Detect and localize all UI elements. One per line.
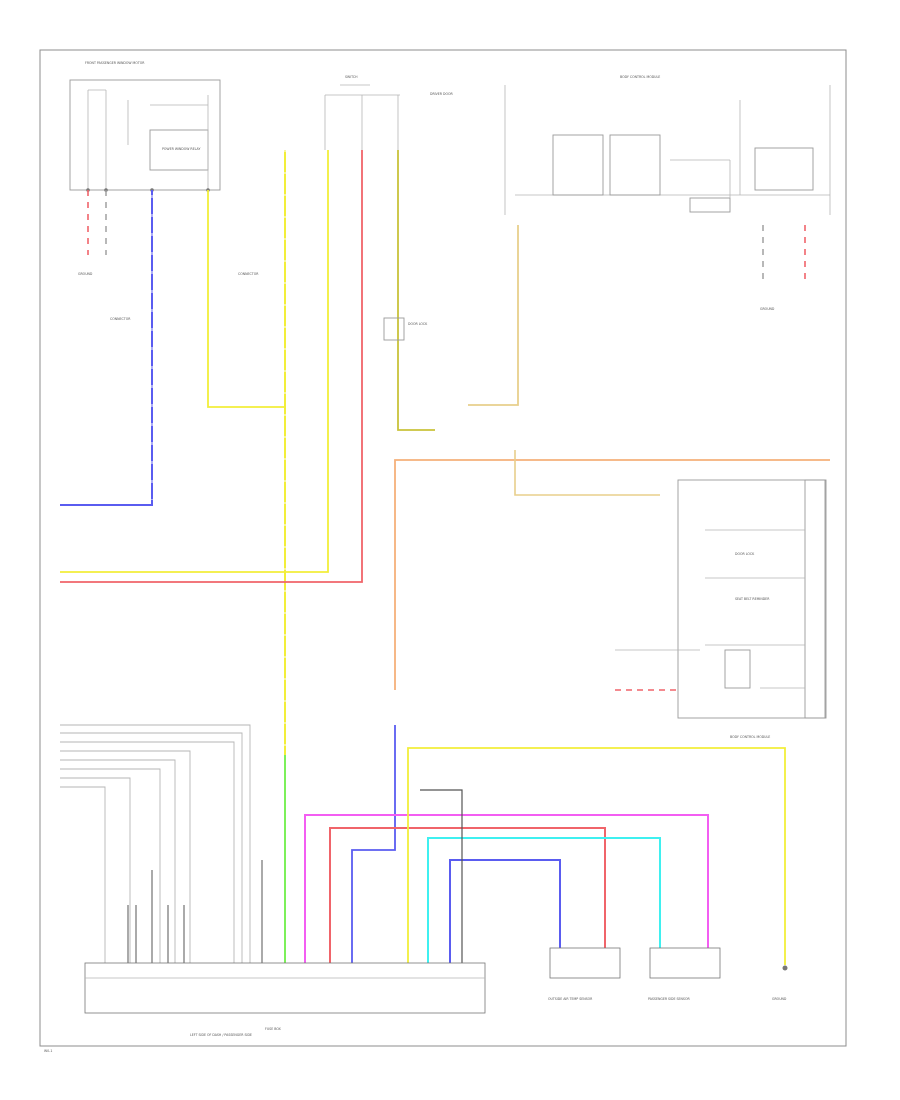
- sensor-c-label: GROUND: [772, 997, 787, 1001]
- sensor-a-box: [549, 947, 621, 979]
- red-wire-switch: [60, 150, 363, 583]
- olive-wire-switch: [397, 150, 435, 431]
- tan-wire-bcm: [468, 225, 519, 406]
- red-loop-wire: [329, 827, 606, 965]
- door-lock-sub-label: DOOR LOCK: [735, 552, 755, 556]
- body-control-module-top: BODY CONTROL MODULE: [504, 75, 831, 215]
- yellow-wire-relay: [207, 190, 285, 408]
- diagram-frame: [39, 49, 847, 1047]
- door-lock-label: DOOR LOCK: [408, 322, 428, 326]
- blue-wire-lower: [351, 725, 396, 965]
- fuse-box: FUSE BOX LEFT SIDE OF DASH / PASSENGER S…: [84, 962, 486, 1037]
- seat-belt-label: SEAT BELT REMINDER: [735, 597, 770, 601]
- front-passenger-window-block: FRONT PASSENGER WINDOW MOTOR POWER WINDO…: [69, 61, 221, 192]
- tan-wire-lower: [514, 450, 660, 496]
- switch-cluster: SWITCH DRIVER DOOR: [324, 75, 454, 150]
- body-control-label: BODY CONTROL MODULE: [620, 75, 660, 79]
- yellow-wire-switch: [60, 150, 329, 573]
- power-window-relay-label: POWER WINDOW RELAY: [162, 147, 200, 151]
- gray-bundle: [60, 724, 251, 965]
- blue-loop-wire: [449, 859, 561, 965]
- ground-right-label: GROUND: [760, 307, 775, 311]
- fuse-box-label: FUSE BOX: [265, 1027, 282, 1031]
- body-control-sub: DOOR LOCK SEAT BELT REMINDER BODY CONTRO…: [677, 479, 827, 739]
- connector-mid-label: CONNECTOR: [238, 272, 259, 276]
- magenta-wire: [304, 814, 709, 965]
- connector-left-label: CONNECTOR: [110, 317, 131, 321]
- yellow-loop-wire: [407, 747, 786, 965]
- orange-wire: [394, 459, 830, 690]
- driver-door-label: DRIVER DOOR: [430, 92, 454, 96]
- front-passenger-window-label: FRONT PASSENGER WINDOW MOTOR: [85, 61, 145, 65]
- sensor-b-box: [649, 947, 721, 979]
- cyan-wire: [427, 837, 661, 965]
- page-code: W0-1: [44, 1049, 52, 1053]
- ground-point: [782, 965, 788, 971]
- sensor-b-label: PASSENGER SIDE SENSOR: [648, 997, 690, 1001]
- blue-wire-main: [60, 190, 153, 506]
- dark-wire: [420, 789, 463, 965]
- fuse-box-sub-label: LEFT SIDE OF DASH / PASSENGER SIDE: [190, 1033, 252, 1037]
- sensor-a-label: OUTSIDE AIR TEMP SENSOR: [548, 997, 593, 1001]
- ground-left-label: GROUND: [78, 272, 93, 276]
- switch-label: SWITCH: [345, 75, 358, 79]
- body-control-sub-label: BODY CONTROL MODULE: [730, 735, 770, 739]
